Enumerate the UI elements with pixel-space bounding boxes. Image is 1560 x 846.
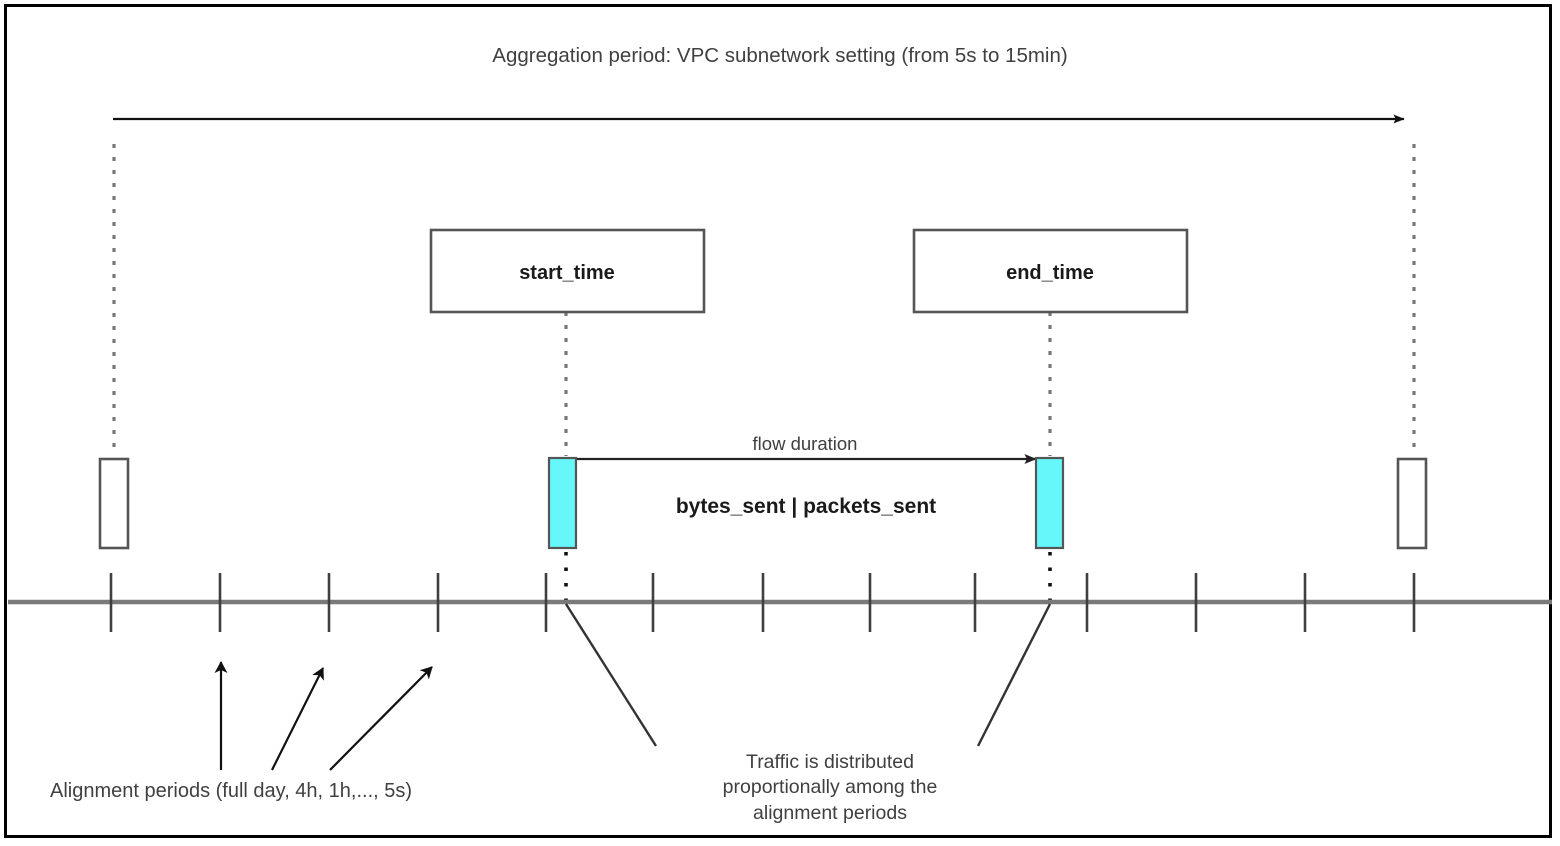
alignment-arrow-2 xyxy=(271,667,324,771)
end-time-label: end_time xyxy=(1006,262,1094,284)
flow-start-marker xyxy=(547,456,578,550)
start-time-label: start_time xyxy=(519,262,615,284)
flow-duration-label: flow duration xyxy=(753,433,858,454)
diagram-frame xyxy=(4,4,1552,838)
aggregation-end-marker xyxy=(1396,457,1428,550)
traffic-note-line-2: proportionally among the xyxy=(723,776,938,798)
callout-leader-left xyxy=(564,603,658,747)
traffic-note-line-3: alignment periods xyxy=(753,802,907,824)
start-time-box[interactable]: start_time xyxy=(429,228,706,314)
callout-leader-right xyxy=(976,603,1052,747)
metrics-label: bytes_sent | packets_sent xyxy=(676,495,936,518)
timeline-ticks xyxy=(109,573,1416,632)
flow-end-marker xyxy=(1034,456,1065,550)
alignment-period-arrows xyxy=(214,661,433,771)
alignment-arrow-3 xyxy=(329,666,433,771)
traffic-distribution-note: Traffic is distributed proportionally am… xyxy=(723,751,938,824)
alignment-periods-caption: Alignment periods (full day, 4h, 1h,...,… xyxy=(50,780,412,802)
aggregation-start-marker xyxy=(98,457,130,550)
aggregation-period-title: Aggregation period: VPC subnetwork setti… xyxy=(492,44,1067,67)
end-time-box[interactable]: end_time xyxy=(912,228,1189,314)
traffic-note-line-1: Traffic is distributed xyxy=(746,751,914,773)
